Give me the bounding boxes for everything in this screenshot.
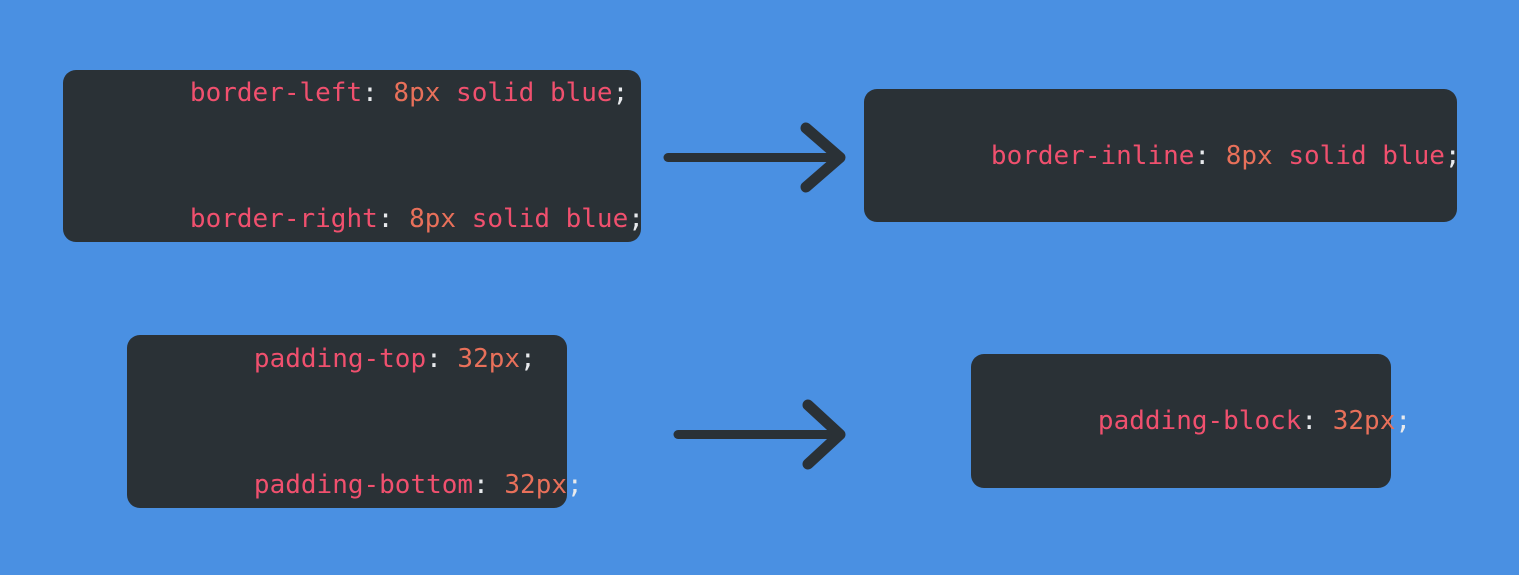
- space: [456, 204, 472, 234]
- semicolon: ;: [1444, 140, 1461, 171]
- space: [393, 204, 409, 234]
- css-value-number: 8px: [393, 78, 441, 108]
- css-property: border-right: [189, 204, 378, 234]
- semicolon: ;: [628, 204, 644, 234]
- colon: :: [426, 343, 442, 374]
- space: [378, 78, 394, 108]
- code-card-padding-logical: padding-block: 32px;: [971, 354, 1411, 488]
- css-value-number: 32px: [457, 343, 521, 374]
- space: [1317, 406, 1333, 436]
- semicolon: ;: [567, 469, 583, 500]
- code-line: border-right: 8px solid blue;: [96, 156, 644, 282]
- css-property: padding-bottom: [253, 469, 474, 500]
- css-value-number: 32px: [1332, 406, 1396, 436]
- colon: :: [1301, 406, 1318, 436]
- code-card-padding-physical: padding-top: 32px; padding-bottom: 32px;: [127, 335, 583, 508]
- code-line: border-inline: 8px solid blue;: [897, 93, 1461, 219]
- space: [489, 470, 505, 500]
- semicolon: ;: [520, 343, 536, 374]
- arrow-right-icon: [670, 397, 855, 476]
- arrow-right-icon: [660, 120, 855, 199]
- css-value-number: 8px: [409, 204, 457, 234]
- colon: :: [473, 469, 489, 500]
- semicolon: ;: [612, 78, 629, 108]
- css-value-keywords: solid blue: [456, 78, 613, 108]
- colon: :: [1194, 140, 1211, 171]
- code-card-border-logical: border-inline: 8px solid blue;: [864, 89, 1461, 222]
- css-value-keywords: solid blue: [1288, 140, 1445, 171]
- code-line: padding-bottom: 32px;: [160, 422, 583, 548]
- code-line: padding-block: 32px;: [1004, 358, 1411, 484]
- code-card-border-physical: border-left: 8px solid blue; border-righ…: [63, 70, 644, 242]
- space: [440, 78, 456, 108]
- code-line: border-left: 8px solid blue;: [96, 30, 641, 156]
- css-property: padding-top: [253, 343, 427, 374]
- colon: :: [362, 78, 378, 108]
- colon: :: [377, 204, 394, 234]
- semicolon: ;: [1395, 406, 1412, 436]
- css-property: padding-block: [1097, 406, 1302, 436]
- css-value-keywords: solid blue: [471, 204, 629, 234]
- css-value-number: 8px: [1225, 140, 1273, 171]
- space: [1273, 141, 1289, 171]
- css-value-number: 32px: [504, 469, 568, 500]
- css-property: border-left: [189, 78, 363, 108]
- css-property: border-inline: [990, 140, 1195, 171]
- space: [1210, 141, 1226, 171]
- code-line: padding-top: 32px;: [160, 296, 567, 422]
- space: [442, 344, 458, 374]
